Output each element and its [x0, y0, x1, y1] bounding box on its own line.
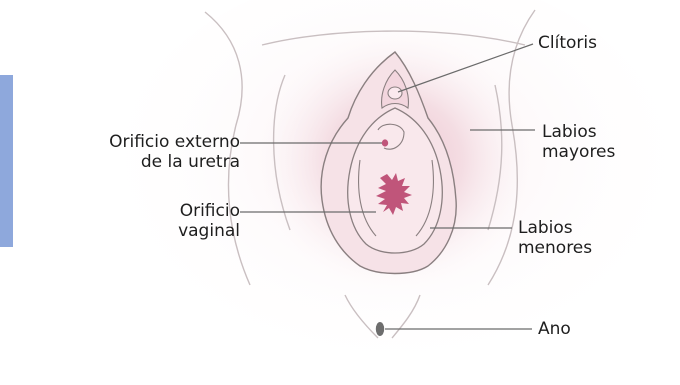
label-labios-mayores-line1: Labios	[542, 122, 615, 142]
label-labios-menores-line1: Labios	[518, 218, 592, 238]
label-orificio-uretra-line1: Orificio externo	[109, 132, 240, 152]
label-orificio-uretra: Orificio externo de la uretra	[109, 132, 240, 172]
clitoris-glans	[388, 87, 402, 99]
label-clitoris: Clítoris	[538, 33, 597, 53]
label-labios-mayores-line2: mayores	[542, 142, 615, 162]
urethral-opening	[382, 139, 388, 146]
label-orificio-uretra-line2: de la uretra	[109, 152, 240, 172]
label-labios-menores: Labios menores	[518, 218, 592, 258]
label-labios-mayores: Labios mayores	[542, 122, 615, 162]
label-labios-menores-line2: menores	[518, 238, 592, 258]
label-orificio-vaginal-line1: Orificio	[178, 201, 240, 221]
label-orificio-vaginal: Orificio vaginal	[178, 201, 240, 241]
anus-mark	[376, 322, 384, 336]
label-orificio-vaginal-line2: vaginal	[178, 221, 240, 241]
label-ano: Ano	[538, 319, 571, 339]
